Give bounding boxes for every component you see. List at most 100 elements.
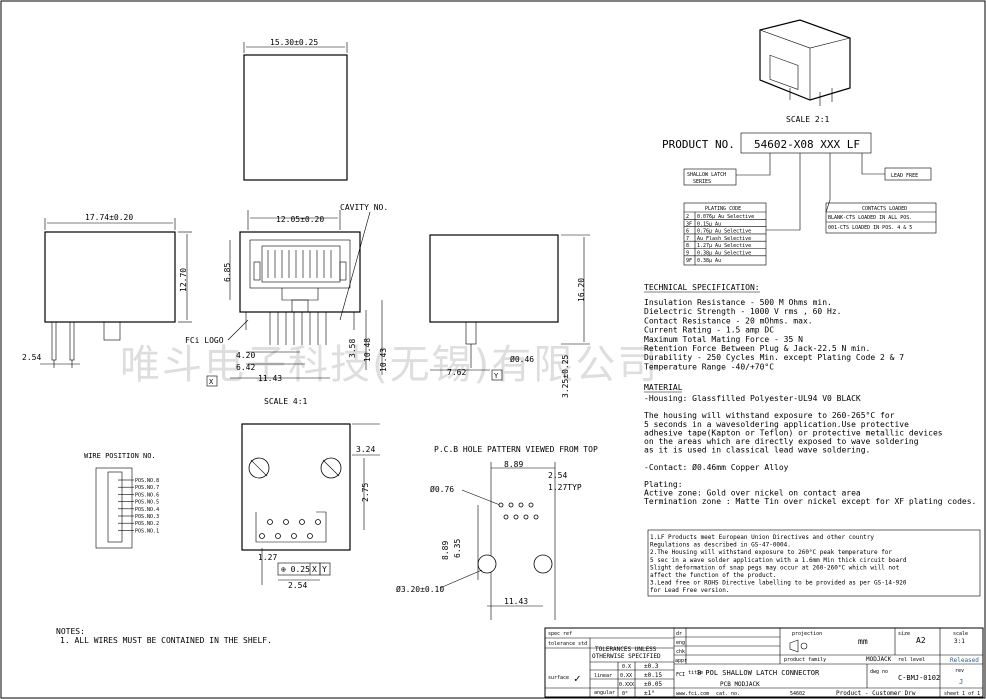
tb-scale: scale <box>953 631 968 637</box>
pcb-dim-889: 8.89 <box>504 460 523 469</box>
plating-code: 7 <box>686 236 689 242</box>
tb-tol-std: tolerance std <box>548 641 587 647</box>
plating-code: 9F <box>686 258 692 264</box>
material-line: Termination zone : Matte Tin over nickel… <box>644 497 976 506</box>
product-code: PRODUCT NO. 54602-X08 XXX LF SHALLOW LAT… <box>662 132 937 266</box>
material-line: Plating: <box>644 480 683 489</box>
watermark: 唯斗电子科技(无锡)有限公司 <box>120 342 659 388</box>
notes-box-line: affect the function of the product. <box>650 572 776 579</box>
spec-line: Durability - 250 Cycles Min. except Plat… <box>644 353 904 362</box>
tb-tol-r4-v: ±1° <box>644 690 655 697</box>
dim-325: 3.25±0.25 <box>561 354 570 398</box>
top-view: 15.30±0.25 <box>243 38 348 181</box>
tb-unit: mm <box>858 637 868 646</box>
plating-desc: 0.38μ Au Selective <box>697 251 751 257</box>
dim-046: Ø0.46 <box>510 354 534 364</box>
tb-title-2: PCB MODJACK <box>720 681 760 688</box>
spec-line: Dielectric Strength - 1000 V rms , 60 Hz… <box>644 307 841 316</box>
pcb-title: P.C.B HOLE PATTERN VIEWED FROM TOP <box>434 445 598 454</box>
wire-position-label: POS.NO.6 <box>135 492 159 498</box>
contacts-title: CONTACTS LOADED <box>862 206 907 212</box>
wire-position-label: POS.NO.4 <box>135 507 159 513</box>
dim-762: 7.62 <box>447 368 466 377</box>
wire-title: WIRE POSITION NO. <box>84 452 156 460</box>
datum-y: Y <box>494 372 499 380</box>
notes-box-line: 1.LF Products meet European Union Direct… <box>650 534 874 541</box>
pcb-dim-1143: 11.43 <box>504 597 528 606</box>
plating-desc: 1.27μ Au Selective <box>697 243 751 249</box>
tb-title-l: title <box>688 670 703 676</box>
notes-line1: 1. ALL WIRES MUST BE CONTAINED IN THE SH… <box>60 636 272 645</box>
tb-title-1: 8 POL SHALLOW LATCH CONNECTOR <box>697 669 820 677</box>
tb-scale-val: 3:1 <box>954 638 965 645</box>
wire-position-label: POS.NO.7 <box>135 485 159 491</box>
plating-desc: 0.76μ Au Selective <box>697 229 751 235</box>
front-view-center: 12.05±0.20 CAVITY NO. 6.85 3.58 10.48 10… <box>185 203 388 406</box>
dim-top-width: 15.30±0.25 <box>270 38 318 47</box>
spec-line: Contact Resistance - 20 mOhms. max. <box>644 316 813 325</box>
tb-tol-r1-k: 0.X <box>622 664 631 670</box>
title-block: spec ref tolerance std TOLERANCES UNLESS… <box>544 627 984 698</box>
pcb-dim-127: 1.27TYP <box>548 483 582 492</box>
tb-doc-type: Product - Customer Drw <box>836 690 916 697</box>
scale-41: SCALE 4:1 <box>264 397 308 406</box>
notes-box-lines: 1.LF Products meet European Union Direct… <box>650 534 907 594</box>
spec-line: Current Rating - 1.5 amp DC <box>644 326 774 335</box>
dim-685: 6.85 <box>223 263 232 282</box>
product-number: 54602-X08 XXX LF <box>754 138 860 151</box>
spec-line: Temperature Range -40/+70°C <box>644 362 774 371</box>
plating-code: 6 <box>686 229 689 235</box>
tb-size-val: A2 <box>916 636 926 645</box>
notes-box-line: 3.Lead free or ROHS Directive labelling … <box>650 580 907 587</box>
pcb-dim-635: 6.35 <box>453 539 462 558</box>
tb-dwg-val: C-BMJ-0102 <box>898 674 940 682</box>
tb-check-mark: ✓ <box>574 672 581 685</box>
tb-family-val: MODJACK <box>866 656 892 663</box>
plating-desc: Au Flash Selective <box>697 236 751 242</box>
tb-tol-text-1: TOLERANCES UNLESS <box>595 646 657 653</box>
tb-surface: surface <box>548 675 569 681</box>
dim-1270: 12.70 <box>179 268 188 292</box>
pcb-dim-076: Ø0.76 <box>430 484 454 494</box>
notes-box <box>647 529 981 597</box>
dim-1205: 12.05±0.20 <box>276 215 324 224</box>
iso-view: SCALE 2:1 <box>759 19 851 124</box>
pcb-hole-pattern: P.C.B HOLE PATTERN VIEWED FROM TOP 8.89 … <box>396 445 598 620</box>
notes-box-line: Regulations as described in GS-47-0004. <box>650 542 791 549</box>
material-line: -Housing: Glassfilled Polyester-UL94 V0 … <box>644 394 861 403</box>
pcb-dim-320: Ø3.20±0.10 <box>396 584 444 594</box>
pcb-dim-889v: 8.89 <box>441 541 450 560</box>
tb-cat-val: 54602 <box>790 691 805 697</box>
plating-desc: 0.076μ Au Selective <box>697 214 754 220</box>
tb-website: www.fci.com <box>676 691 709 697</box>
tb-size: size <box>898 631 910 637</box>
pcb-dim-254: 2.54 <box>548 471 567 480</box>
plating-code: 3F <box>686 221 692 227</box>
dim-127: 1.27 <box>258 553 277 562</box>
spec-line: Retention Force Between Plug & Jack-22.5… <box>644 344 870 353</box>
plating-desc: 0.38μ Au <box>697 258 721 264</box>
tb-tol-r2-v: ±0.15 <box>644 672 662 679</box>
lead-free: LEAD FREE <box>891 173 918 179</box>
tb-tol-r3-v: ±0.05 <box>644 681 662 688</box>
plating-code: 9 <box>686 251 689 257</box>
wire-position-diagram: WIRE POSITION NO. <box>84 452 156 549</box>
spec-title: TECHNICAL SPECIFICATION: <box>644 283 760 292</box>
spec-lines: Insulation Resistance - 500 M Ohms min.D… <box>644 298 904 371</box>
dim-420: 4.20 <box>236 351 255 360</box>
fci-logo-label: FCi LOGO <box>185 336 224 345</box>
datum-x: X <box>209 378 214 386</box>
tb-tol-r4-k: 0° <box>622 691 628 697</box>
tb-sheet: sheet 1 of 1 <box>944 691 980 697</box>
tb-cat-no: cat. no. <box>716 691 740 697</box>
material-line: Active zone: Gold over nickel on contact… <box>644 489 861 498</box>
plating-code: 2 <box>686 214 689 220</box>
tb-chk: chk <box>676 649 685 655</box>
dim-275: 2.75 <box>361 483 370 502</box>
wire-position-label: POS.NO.8 <box>135 478 159 484</box>
dim-642: 6.42 <box>236 363 255 372</box>
product-label: PRODUCT NO. <box>662 138 735 151</box>
contacts-row-2: 001-CTS LOADED IN POS. 4 & 5 <box>828 225 912 231</box>
